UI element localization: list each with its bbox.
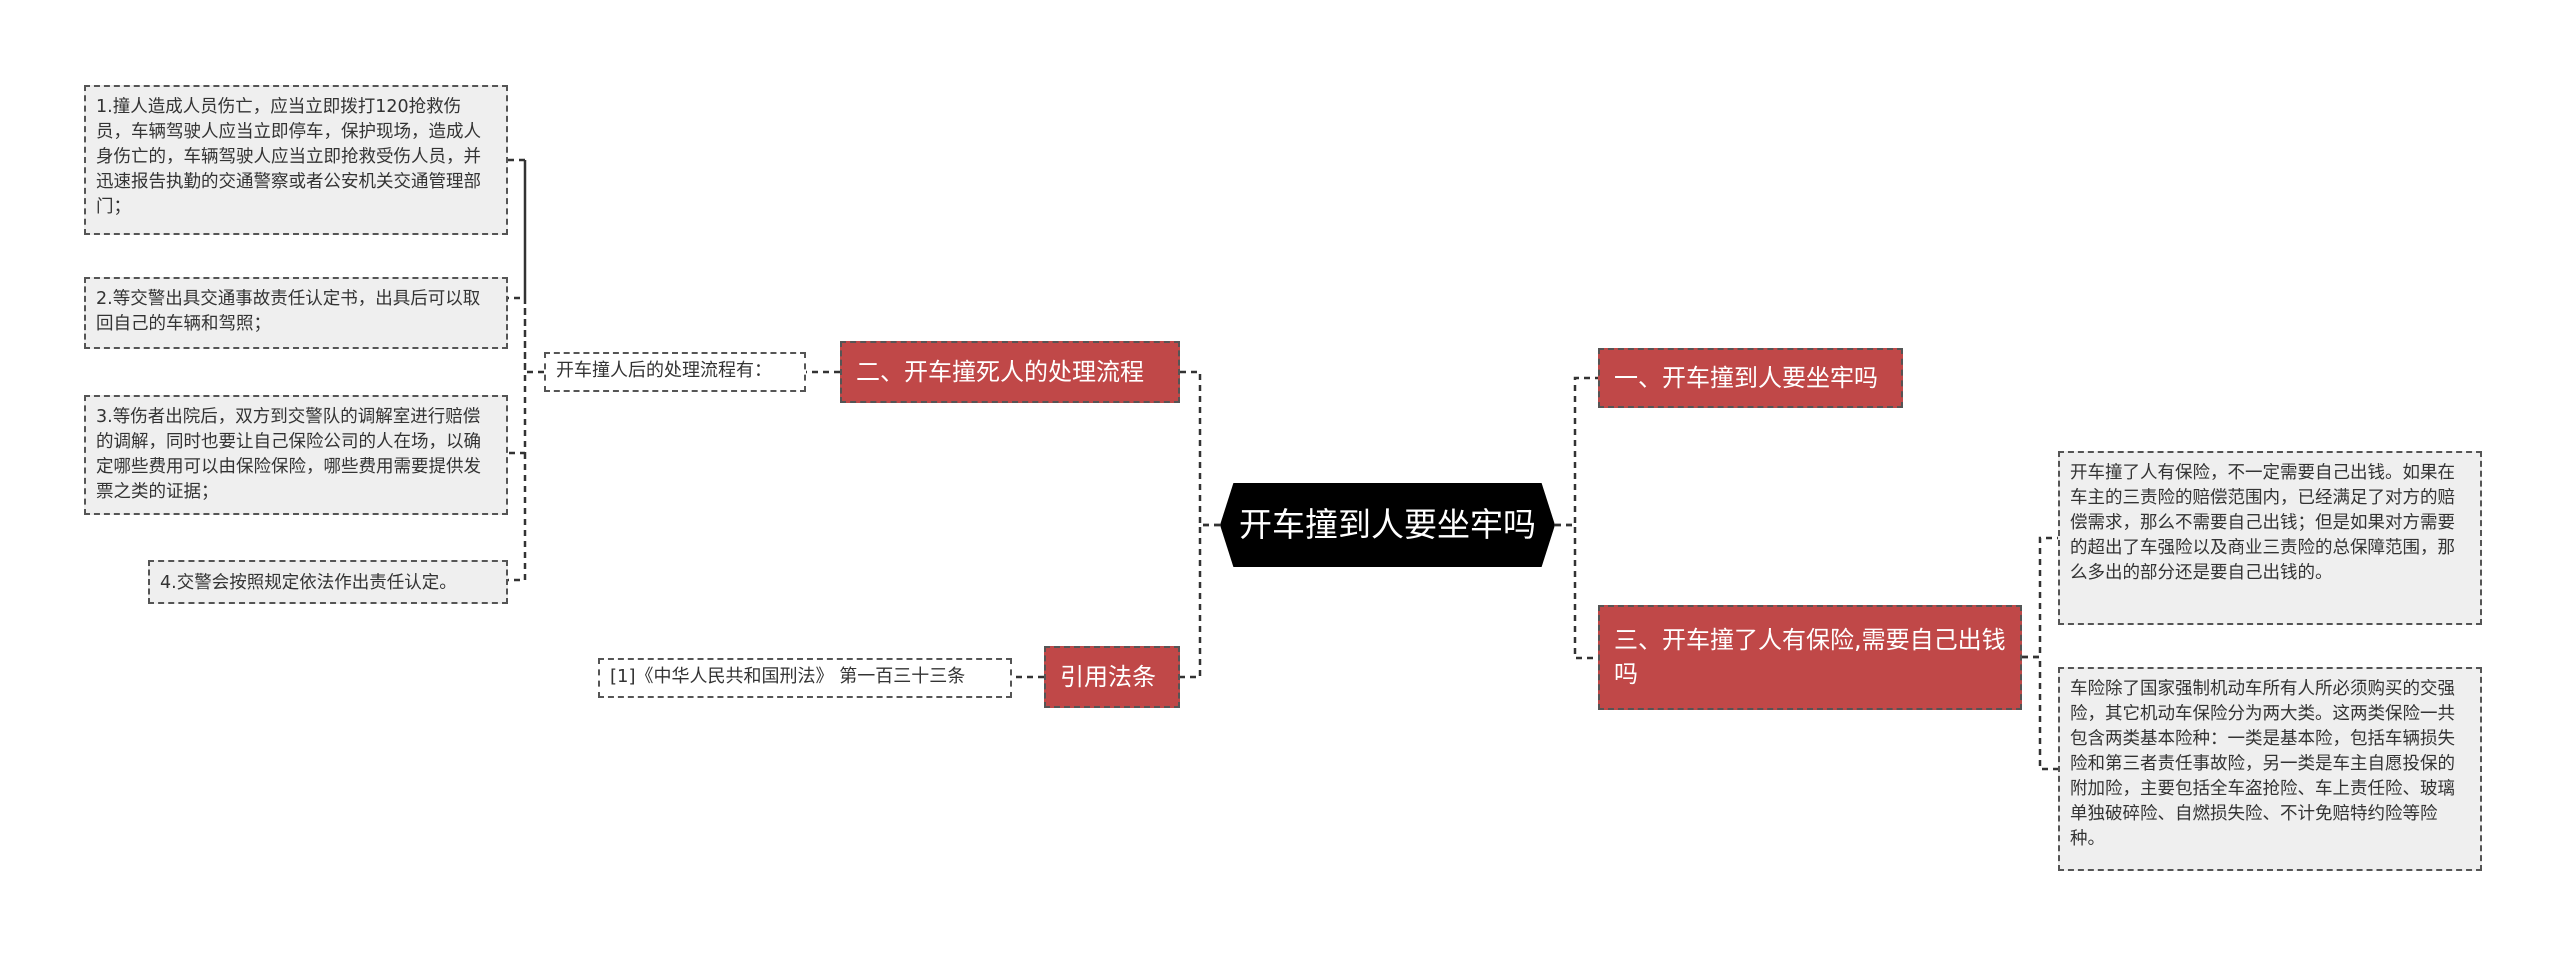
connector-center-b1 (1555, 376, 1598, 527)
connector-b3-detail1 (2022, 536, 2058, 659)
connector-intro-steps (508, 158, 544, 582)
insurance-detail-2[interactable]: 车险除了国家强制机动车所有人所必须购买的交强险，其它机动车保险分为两大类。这两类… (2058, 667, 2482, 871)
procedure-step-4[interactable]: 4.交警会按照规定依法作出责任认定。 (148, 560, 508, 604)
procedure-step-1[interactable]: 1.撞人造成人员伤亡，应当立即拨打120抢救伤员，车辆驾驶人应当立即停车，保护现… (84, 85, 508, 235)
procedure-step-3[interactable]: 3.等伤者出院后，双方到交警队的调解室进行赔偿的调解，同时也要让自己保险公司的人… (84, 395, 508, 515)
connector-center-b3 (1555, 523, 1598, 660)
branch-cited-law[interactable]: 引用法条 (1044, 646, 1180, 708)
central-topic[interactable]: 开车撞到人要坐牢吗 (1220, 483, 1555, 567)
branch-insurance-pay[interactable]: 三、开车撞了人有保险,需要自己出钱吗 (1598, 605, 2022, 710)
insurance-detail-1[interactable]: 开车撞了人有保险，不一定需要自己出钱。如果在车主的三责险的赔偿范围内，已经满足了… (2058, 451, 2482, 625)
branch-death-procedure[interactable]: 二、开车撞死人的处理流程 (840, 341, 1180, 403)
law-reference[interactable]: [1]《中华人民共和国刑法》 第一百三十三条 (598, 658, 1012, 698)
connector-center-b2 (1180, 370, 1220, 527)
procedure-intro[interactable]: 开车撞人后的处理流程有： (544, 352, 806, 392)
branch-should-go-to-jail[interactable]: 一、开车撞到人要坐牢吗 (1598, 348, 1903, 408)
connector-b3-detail2 (2022, 655, 2058, 771)
connector-center-b4 (1180, 523, 1220, 679)
procedure-step-2[interactable]: 2.等交警出具交通事故责任认定书，出具后可以取回自己的车辆和驾照； (84, 277, 508, 349)
